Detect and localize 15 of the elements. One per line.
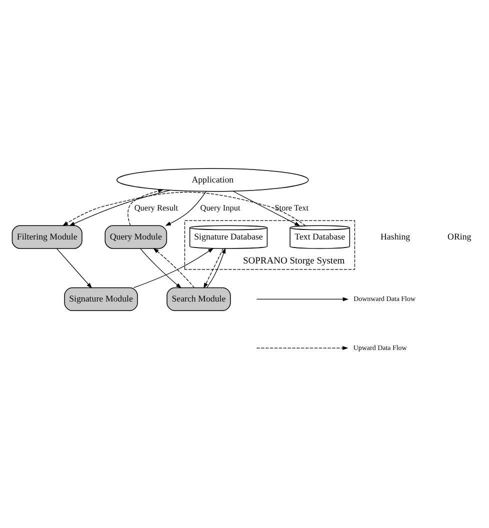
label: ORing (447, 231, 471, 242)
node-box: Query Module (104, 225, 167, 249)
label: Hashing (380, 231, 410, 242)
node-box: Signature Module (64, 287, 138, 311)
arrow (232, 190, 300, 226)
arrow (68, 190, 170, 226)
arrow (164, 191, 206, 226)
arrow (127, 189, 164, 226)
node-box: Search Module (166, 287, 230, 311)
arrow (62, 192, 306, 226)
arrow (152, 248, 194, 288)
arrow (56, 248, 92, 288)
arrow (140, 248, 182, 288)
node-box: Filtering Module (11, 225, 82, 249)
arrow (132, 248, 214, 288)
